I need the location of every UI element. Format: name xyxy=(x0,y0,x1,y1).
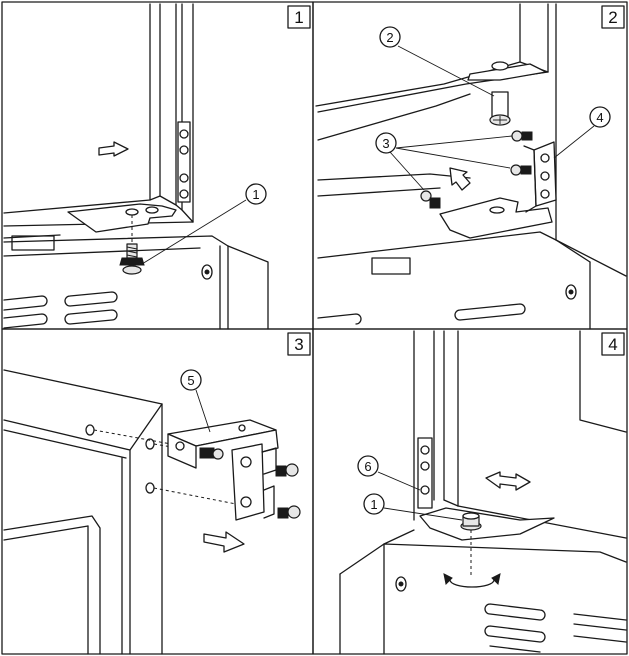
hinge-bracket xyxy=(523,141,557,213)
screw-icon xyxy=(420,190,441,209)
hinge-bracket xyxy=(167,419,279,521)
panel-2-frame xyxy=(312,1,628,330)
panel-1-number: 1 xyxy=(294,8,303,27)
cabinet xyxy=(317,3,627,330)
panel-4: 4 xyxy=(312,328,628,655)
panel-4-frame xyxy=(312,328,628,655)
rotation-arrows-icon xyxy=(443,573,501,588)
vent-slot xyxy=(64,309,118,325)
callout-5-circle xyxy=(180,369,202,391)
callout-3-circle xyxy=(375,132,397,154)
callout-5-leader xyxy=(195,389,211,433)
door-hinge-bracket xyxy=(417,437,433,509)
screw-icon xyxy=(275,463,299,477)
hinge-plate xyxy=(419,507,555,541)
screw-icon xyxy=(510,164,532,176)
panel-2-number: 2 xyxy=(608,8,617,27)
panel-1: 1 xyxy=(1,1,314,330)
callout-1b-circle xyxy=(363,493,385,515)
vent-slot xyxy=(484,625,546,643)
vent-slot xyxy=(64,291,118,307)
door-hinge-bracket xyxy=(177,121,191,203)
callout-1-label: 1 xyxy=(252,187,259,202)
alignment-line xyxy=(93,429,183,447)
hinge-plate xyxy=(439,197,553,239)
panel-3-frame xyxy=(1,328,314,655)
double-line-arrow-icon xyxy=(449,167,471,191)
panel-2: 2 xyxy=(312,1,628,330)
callout-6-circle xyxy=(357,455,379,477)
screw-icon xyxy=(460,512,482,576)
callout-2-circle xyxy=(379,26,401,48)
callout-4-label: 4 xyxy=(596,110,603,125)
callout-4-leader xyxy=(553,125,595,159)
vent-slot xyxy=(3,295,48,311)
alignment-line xyxy=(153,487,237,505)
panel-1-number-box xyxy=(287,5,311,29)
hinge-hole xyxy=(125,208,139,216)
callout-3-leader xyxy=(395,135,513,149)
cabinet xyxy=(3,235,269,330)
panel-3-number: 3 xyxy=(294,335,303,354)
callout-6-leader xyxy=(377,471,421,491)
door xyxy=(413,330,627,539)
vent-slot xyxy=(454,303,526,321)
panel-3-number-box xyxy=(287,332,311,356)
panel-1-frame xyxy=(1,1,314,330)
hinge-plate xyxy=(67,203,177,233)
callout-3-label: 3 xyxy=(382,136,389,151)
callout-6-label: 6 xyxy=(364,459,371,474)
screw-icon xyxy=(277,505,301,519)
vent-slot xyxy=(3,313,48,329)
callout-5-label: 5 xyxy=(187,373,194,388)
bidirectional-arrow-icon xyxy=(485,471,531,491)
panel-2-number-box xyxy=(601,5,625,29)
cabinet xyxy=(339,529,627,655)
screw-icon xyxy=(511,130,533,142)
callout-2-leader xyxy=(397,45,495,97)
vent-slot xyxy=(573,613,627,621)
vent-slot xyxy=(484,603,546,621)
hinge-pin xyxy=(489,61,511,126)
vent-slot xyxy=(317,313,362,325)
panel-3: 3 xyxy=(1,328,314,655)
callout-1b-label: 1 xyxy=(370,497,377,512)
double-line-arrow-icon xyxy=(98,141,129,157)
panel-4-number: 4 xyxy=(608,335,617,354)
callout-2-label: 2 xyxy=(386,30,393,45)
callout-1-circle xyxy=(245,183,267,205)
door xyxy=(315,3,549,141)
screw-icon xyxy=(199,447,224,460)
callout-4-circle xyxy=(589,106,611,128)
callout-1b-leader xyxy=(383,507,463,521)
cabinet xyxy=(3,369,163,655)
panel-4-number-box xyxy=(601,332,625,356)
double-line-arrow-icon xyxy=(203,531,245,553)
callout-1-leader xyxy=(141,199,247,265)
door xyxy=(3,3,194,239)
